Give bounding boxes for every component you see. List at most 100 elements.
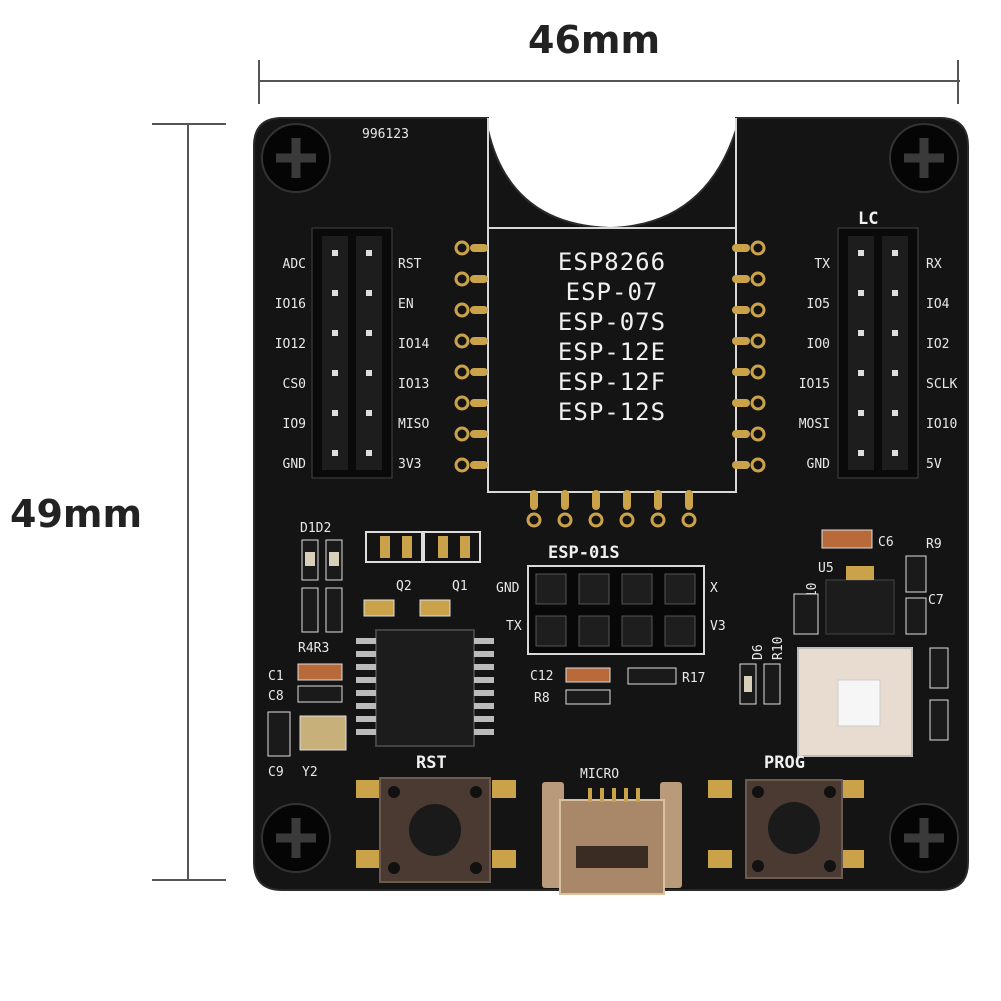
- spring-pin-contact: [732, 461, 750, 469]
- width-dimension-tick-left: [258, 60, 260, 104]
- spring-pin: [750, 457, 766, 473]
- voltage-regulator-u5: [825, 566, 895, 635]
- width-dimension-label: 46mm: [528, 18, 661, 62]
- spring-pin: [619, 512, 635, 528]
- crystal-y2-label: Y2: [302, 765, 318, 780]
- header-pin: [332, 410, 338, 416]
- pin-label: IO16: [275, 297, 306, 312]
- ic-pin: [356, 703, 376, 709]
- spring-pin-contact: [732, 430, 750, 438]
- header-pin: [332, 450, 338, 456]
- header-pin: [366, 330, 372, 336]
- header-pin: [858, 370, 864, 376]
- screw-icon: [889, 123, 959, 193]
- right-pin-header[interactable]: [837, 227, 919, 479]
- capacitor-c9-label: C9: [268, 765, 284, 780]
- pin-label: RST: [398, 257, 422, 272]
- capacitor-c6-label: C6: [878, 535, 894, 550]
- capacitor-c7-label: C7: [928, 593, 944, 608]
- resistor-r8: [565, 689, 611, 705]
- pin-label: GND: [807, 457, 831, 472]
- ic-pin: [356, 638, 376, 644]
- spring-pin: [454, 271, 470, 287]
- resistor-r4r3-label: R4R3: [298, 641, 329, 656]
- transistor-q1-label: Q1: [452, 579, 468, 594]
- spring-pin: [454, 302, 470, 318]
- spring-pin-contact: [470, 306, 488, 314]
- board-logo: LC: [858, 209, 878, 229]
- crystal-y2: [299, 715, 347, 751]
- transistor-q2: [365, 531, 423, 563]
- capacitor-c1: [297, 663, 343, 681]
- header-pin: [892, 250, 898, 256]
- led-d1d2-label: D1D2: [300, 521, 331, 536]
- spring-pin-contact: [654, 490, 662, 510]
- esp01-pin-x: X: [710, 581, 718, 596]
- pin-label: IO14: [398, 337, 429, 352]
- spring-pin: [454, 333, 470, 349]
- spring-pin-contact: [470, 244, 488, 252]
- header-pin: [892, 290, 898, 296]
- header-pin: [332, 330, 338, 336]
- header-pin: [332, 290, 338, 296]
- socket-hole: [621, 615, 653, 647]
- rst-button[interactable]: [356, 777, 516, 883]
- resistor-r17: [627, 667, 677, 685]
- esp01-socket[interactable]: [527, 565, 705, 655]
- pin-label: MISO: [398, 417, 429, 432]
- spring-pin-contact: [530, 490, 538, 510]
- ic-pin: [474, 729, 494, 735]
- ic-pin: [474, 703, 494, 709]
- socket-hole: [621, 573, 653, 605]
- socket-hole: [535, 573, 567, 605]
- ic-pin: [474, 638, 494, 644]
- transistor-q2-pad: [402, 536, 412, 558]
- spring-pin: [454, 364, 470, 380]
- width-dimension-line: [260, 80, 960, 82]
- ic-pin: [356, 664, 376, 670]
- socket-hole: [535, 615, 567, 647]
- spring-pin-contact: [623, 490, 631, 510]
- rst-button-label: RST: [416, 753, 447, 773]
- spring-pin: [750, 364, 766, 380]
- spring-pin: [750, 333, 766, 349]
- led-d2-lens: [329, 552, 339, 566]
- pin-label: SCLK: [926, 377, 957, 392]
- esp01-label: ESP-01S: [548, 543, 620, 563]
- pin-label: 3V3: [398, 457, 421, 472]
- pin-label: CS0: [283, 377, 306, 392]
- capacitor-c7: [905, 597, 927, 635]
- board-serial: 996123: [362, 127, 409, 142]
- resistor-smd: [419, 599, 451, 617]
- ic-pin: [474, 677, 494, 683]
- header-pin: [332, 250, 338, 256]
- pin-label: 5V: [926, 457, 942, 472]
- header-pin: [892, 330, 898, 336]
- micro-usb-port[interactable]: [542, 782, 682, 895]
- capacitor-c9: [267, 711, 291, 757]
- left-pin-header[interactable]: [311, 227, 393, 479]
- pin-label: IO15: [799, 377, 830, 392]
- screw-icon: [261, 123, 331, 193]
- power-switch[interactable]: [797, 647, 913, 757]
- esp01-pin-v3: V3: [710, 619, 726, 634]
- transistor-q1-pad: [438, 536, 448, 558]
- socket-frame-top: [487, 118, 737, 229]
- spring-pin-contact: [732, 399, 750, 407]
- module-name: ESP-12E: [558, 338, 666, 366]
- pin-label: IO9: [283, 417, 306, 432]
- spring-pin-contact: [732, 306, 750, 314]
- header-pin: [366, 410, 372, 416]
- pin-label: IO13: [398, 377, 429, 392]
- height-dimension-line: [187, 124, 189, 880]
- ic-pin: [356, 651, 376, 657]
- esp01-pin-tx: TX: [506, 619, 522, 634]
- capacitor-c6: [821, 529, 873, 549]
- ic-pin: [356, 729, 376, 735]
- prog-button[interactable]: [708, 779, 864, 879]
- spring-pin-contact: [732, 275, 750, 283]
- screw-icon: [261, 803, 331, 873]
- spring-pin: [750, 426, 766, 442]
- header-pin: [892, 370, 898, 376]
